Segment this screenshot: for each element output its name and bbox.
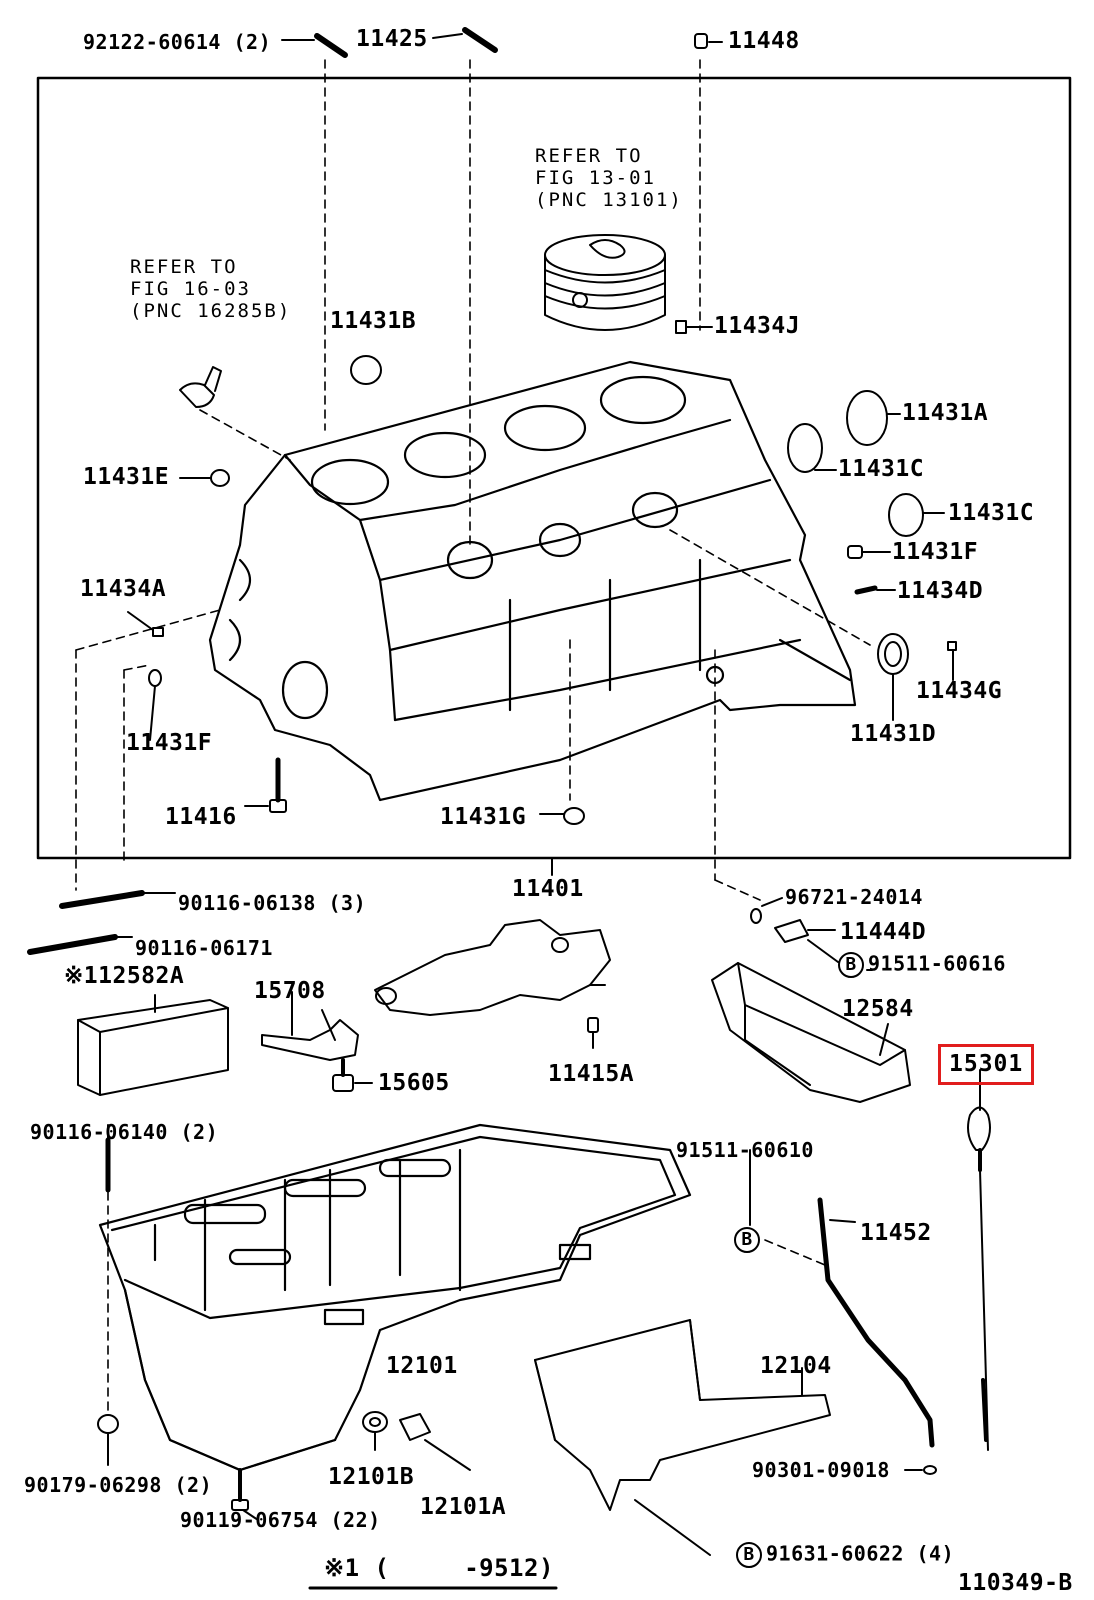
guide-11452 xyxy=(817,1197,937,1475)
drain-plug-parts xyxy=(97,1411,471,1521)
label-90116-06138[interactable]: 90116-06138 (3) xyxy=(178,891,367,915)
bolt-11416 xyxy=(244,757,287,813)
label-11434D[interactable]: 11434D xyxy=(897,578,984,604)
cylinder-block xyxy=(208,360,857,802)
label-11434A[interactable]: 11434A xyxy=(80,576,167,602)
baffle-plate-12584 xyxy=(711,962,911,1103)
piston xyxy=(544,234,666,331)
label-11431F-left[interactable]: 11431F xyxy=(126,730,213,756)
label-11431C-1[interactable]: 11431C xyxy=(838,456,925,482)
label-11431E[interactable]: 11431E xyxy=(83,464,170,490)
oil-pan-12101 xyxy=(98,1123,692,1472)
label-92122-60614[interactable]: 92122-60614 (2) xyxy=(83,30,272,54)
label-12101B[interactable]: 12101B xyxy=(328,1464,415,1490)
dashed-guides xyxy=(75,59,871,1411)
label-11416[interactable]: 11416 xyxy=(165,804,237,830)
label-90179-06298[interactable]: 90179-06298 (2) xyxy=(24,1473,213,1497)
label-11431F-right[interactable]: 11431F xyxy=(892,539,979,565)
label-11431G[interactable]: 11431G xyxy=(440,804,527,830)
callout-b-91511-60610[interactable]: B xyxy=(734,1227,764,1253)
callout-b-icon: B xyxy=(838,952,864,978)
label-11431A[interactable]: 11431A xyxy=(902,400,989,426)
label-12584[interactable]: 12584 xyxy=(842,996,914,1022)
label-15708[interactable]: 15708 xyxy=(254,978,326,1004)
oil-pump-assembly xyxy=(374,919,611,1049)
plug-11444D xyxy=(750,897,839,963)
label-11415A[interactable]: 11415A xyxy=(548,1061,635,1087)
plugs-and-pins xyxy=(127,320,957,825)
label-11434G[interactable]: 11434G xyxy=(916,678,1003,704)
label-112582A[interactable]: ※112582A xyxy=(64,963,185,989)
label-11425[interactable]: 11425 xyxy=(356,26,428,52)
label-11431C-2[interactable]: 11431C xyxy=(948,500,1035,526)
label-15301-highlighted[interactable]: 15301 xyxy=(938,1044,1035,1085)
label-11448[interactable]: 11448 xyxy=(728,28,800,54)
callout-b-leaders xyxy=(749,969,873,1226)
label-11444D[interactable]: 11444D xyxy=(840,919,927,945)
label-90116-06171[interactable]: 90116-06171 xyxy=(135,936,273,960)
label-11452[interactable]: 11452 xyxy=(860,1220,932,1246)
label-96721-24014[interactable]: 96721-24014 xyxy=(785,885,923,909)
figure-id: 110349-B xyxy=(958,1570,1073,1596)
label-11431B[interactable]: 11431B xyxy=(330,308,417,334)
bracket-15708 xyxy=(261,991,359,1061)
label-15605[interactable]: 15605 xyxy=(378,1070,450,1096)
plug-15605 xyxy=(332,1058,373,1092)
label-11434J[interactable]: 11434J xyxy=(714,313,801,339)
label-90119-06754[interactable]: 90119-06754 (22) xyxy=(180,1508,381,1532)
label-11431D[interactable]: 11431D xyxy=(850,721,937,747)
callout-b-icon: B xyxy=(734,1227,760,1253)
callout-b-icon: B xyxy=(736,1542,762,1568)
label-90116-06140[interactable]: 90116-06140 (2) xyxy=(30,1120,219,1144)
cylinder-block-frame xyxy=(36,76,1072,860)
top-stud-bolts xyxy=(281,27,723,58)
label-12104[interactable]: 12104 xyxy=(760,1353,832,1379)
dipstick-15301 xyxy=(967,1069,991,1451)
long-studs xyxy=(27,890,176,955)
label-11401[interactable]: 11401 xyxy=(512,876,584,902)
baffle-112582A xyxy=(77,994,229,1096)
label-12101[interactable]: 12101 xyxy=(386,1353,458,1379)
reinforcement-12104 xyxy=(534,1319,831,1556)
label-91511-60610[interactable]: 91511-60610 xyxy=(676,1138,814,1162)
label-12101A[interactable]: 12101A xyxy=(420,1494,507,1520)
label-90301-09018[interactable]: 90301-09018 xyxy=(752,1458,890,1482)
knock-sensor xyxy=(179,366,222,408)
footnote-range: ※1 ( -9512) xyxy=(324,1554,554,1582)
